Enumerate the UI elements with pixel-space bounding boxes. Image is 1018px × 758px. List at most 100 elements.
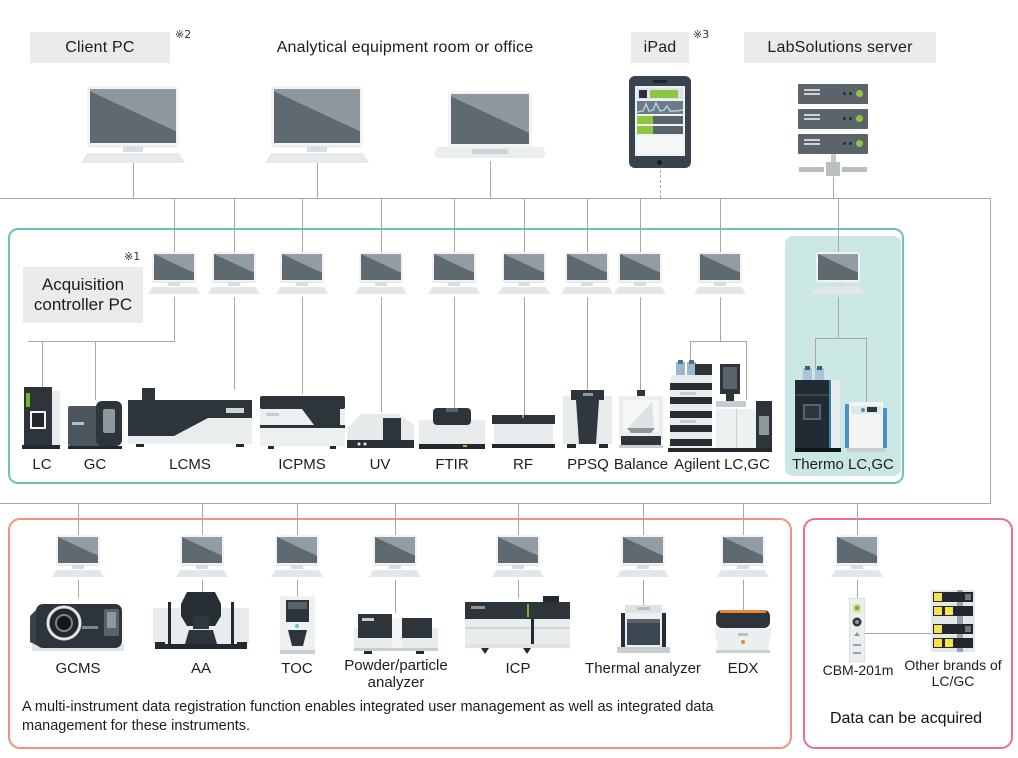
instrument-pc-icon — [176, 535, 228, 577]
powder-particle-analyzer-icon — [354, 612, 438, 654]
instrument-label-icp: ICP — [505, 660, 531, 677]
connector-line — [133, 160, 134, 198]
connector-line — [302, 198, 303, 252]
instrument-label-icpms: ICPMS — [278, 456, 326, 473]
connector-line — [643, 503, 644, 536]
acquisition-pc-icon — [561, 252, 613, 294]
connector-line — [28, 341, 175, 342]
balance-instrument-icon — [619, 390, 663, 450]
instrument-label-toc: TOC — [281, 660, 313, 677]
connector-line — [720, 198, 721, 252]
acquisition-pc-icon — [812, 252, 864, 294]
instrument-label-gcms: GCMS — [55, 660, 101, 677]
connector-line — [524, 198, 525, 252]
instrument-label-powder: Powder/particle analyzer — [344, 657, 448, 692]
thermal-analyzer-icon — [617, 605, 670, 655]
instrument-pc-icon — [492, 535, 544, 577]
edx-instrument-icon — [712, 608, 774, 654]
ppsq-instrument-icon — [563, 390, 612, 450]
ipad-label-box: iPad — [631, 32, 689, 63]
acquisition-pc-icon — [694, 252, 746, 294]
lc-instrument-icon — [22, 385, 62, 451]
connector-line — [866, 338, 867, 404]
footnote-marker-1: ※1 — [124, 250, 141, 263]
instrument-label-aa: AA — [190, 660, 211, 677]
connector-line — [234, 297, 235, 390]
chromatogram-trace — [637, 101, 683, 114]
connector-line — [743, 503, 744, 536]
network-line-top — [0, 198, 991, 199]
connector-line — [395, 580, 396, 613]
ipad-label: iPad — [643, 38, 677, 56]
connector-line — [454, 198, 455, 252]
network-hub-icon — [798, 154, 868, 176]
client-desktop-icon — [265, 86, 369, 163]
instrument-label-ftir: FTIR — [435, 456, 469, 473]
connector-line — [302, 297, 303, 394]
instrument-pc-icon — [369, 535, 421, 577]
acquisition-pc-icon — [428, 252, 480, 294]
instrument-pc-icon — [271, 535, 323, 577]
connector-line — [234, 198, 235, 252]
instrument-label-balance: Balance — [613, 456, 669, 473]
footnote-marker-3: ※3 — [693, 28, 710, 41]
toc-instrument-icon — [280, 596, 315, 654]
connector-line — [381, 198, 382, 252]
connector-line — [690, 341, 747, 342]
server-rack-icon — [798, 84, 868, 159]
connector-line — [174, 297, 175, 341]
client-pc-label: Client PC — [65, 38, 135, 56]
connector-line — [174, 198, 175, 252]
connector-line — [815, 338, 816, 368]
connector-line — [587, 297, 588, 392]
acquisition-pc-icon — [355, 252, 407, 294]
lcms-instrument-icon — [128, 388, 252, 450]
cbm-pc-icon — [831, 535, 883, 577]
gc-instrument-icon — [68, 398, 122, 450]
connector-line — [202, 580, 203, 594]
connector-line — [720, 297, 721, 341]
connector-line — [395, 503, 396, 536]
instrument-label-thermal: Thermal analyzer — [585, 660, 701, 677]
acquisition-pc-icon — [498, 252, 550, 294]
acquisition-controller-label: Acquisition controller PC — [33, 274, 133, 314]
connector-line — [743, 580, 744, 610]
client-desktop-icon — [81, 86, 185, 163]
instrument-label-lc: LC — [32, 456, 52, 473]
connector-line — [587, 198, 588, 252]
connector-line — [490, 161, 491, 198]
room-title: Analytical equipment room or office — [276, 39, 534, 56]
instrument-pc-icon — [52, 535, 104, 577]
cbm-201m-icon — [848, 597, 866, 663]
connector-line — [454, 297, 455, 410]
connector-line — [815, 338, 867, 339]
agilent-gc-instrument-icon — [714, 364, 772, 452]
acquisition-pc-icon — [276, 252, 328, 294]
acquisition-controller-label-box: Acquisition controller PC — [23, 267, 143, 323]
connector-line — [690, 341, 691, 364]
connector-line — [297, 503, 298, 536]
connector-line — [857, 580, 858, 600]
instrument-label-agilent: Agilent LC,GC — [674, 456, 770, 473]
acquisition-pc-icon — [614, 252, 666, 294]
client-pc-label-box: Client PC — [30, 32, 170, 63]
network-line-bottom — [0, 503, 991, 504]
connector-line — [524, 297, 525, 417]
instrument-pc-icon — [717, 535, 769, 577]
connector-line — [95, 341, 96, 400]
connector-line — [640, 297, 641, 392]
other-brands-lcgc-icon — [931, 590, 975, 652]
ipad-icon — [629, 76, 691, 168]
instrument-label-gc: GC — [83, 456, 107, 473]
connector-line — [865, 633, 931, 634]
labsolutions-server-label-box: LabSolutions server — [744, 32, 936, 63]
connector-line — [42, 341, 43, 387]
other-brands-label: Other brands of LC/GC — [904, 657, 1002, 690]
acquisition-pc-icon — [148, 252, 200, 294]
thermo-lc-instrument-icon — [795, 366, 841, 452]
instrument-label-lcms: LCMS — [169, 456, 211, 473]
icpms-instrument-icon — [260, 392, 345, 450]
rf-instrument-icon — [492, 415, 555, 450]
footnote-marker-2: ※2 — [175, 28, 192, 41]
